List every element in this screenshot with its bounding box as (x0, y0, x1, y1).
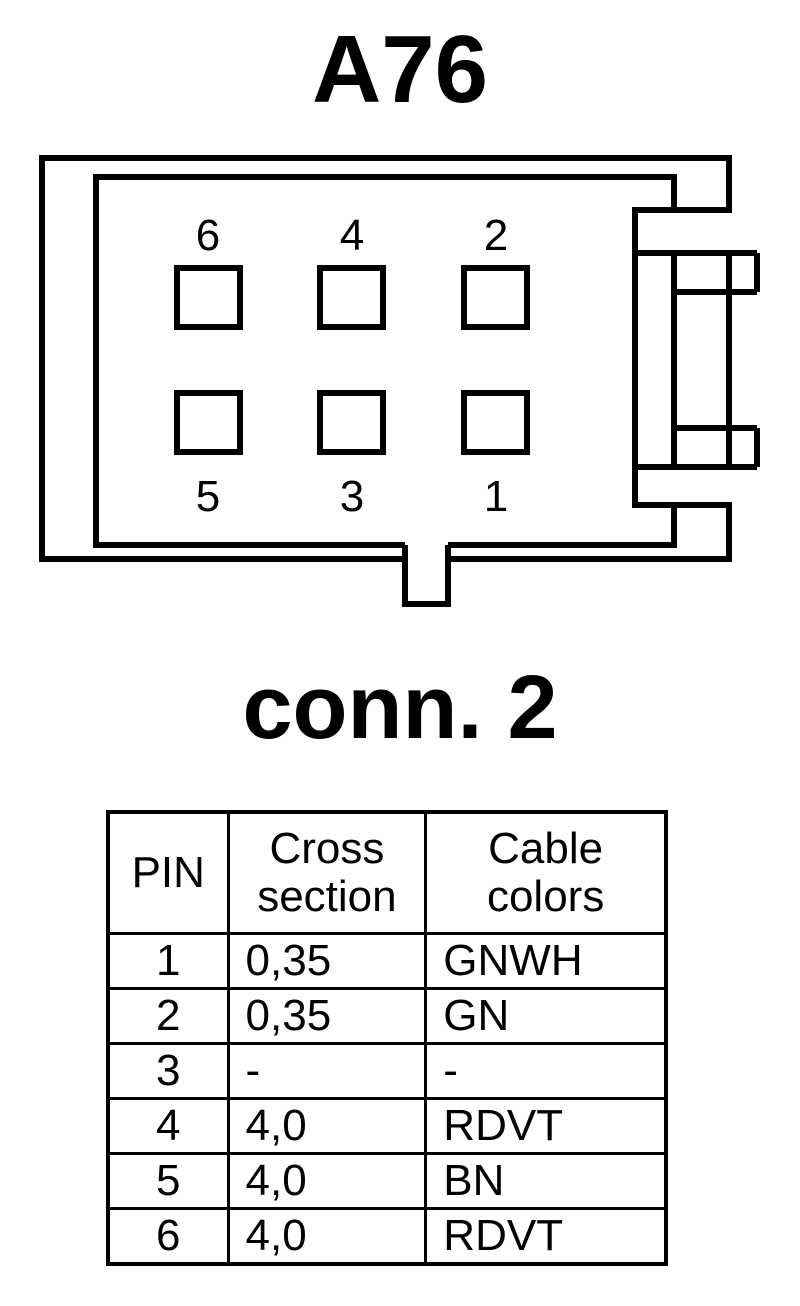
table-row: 2 0,35 GN (106, 987, 668, 1045)
cell-cross-section: 0,35 (226, 987, 428, 1045)
pin-slot-6 (174, 265, 243, 330)
connector-housing-outline (39, 155, 732, 562)
pin-label-4: 4 (339, 211, 365, 260)
table-row: 6 4,0 RDVT (106, 1207, 668, 1266)
table-row: 1 0,35 GNWH (106, 932, 668, 990)
table-row: 5 4,0 BN (106, 1152, 668, 1210)
header-cross-section: Cross section (226, 810, 428, 935)
cell-cable-color: - (424, 1042, 668, 1100)
cell-cable-color: GN (424, 987, 668, 1045)
pin-label-1: 1 (483, 472, 509, 521)
pin-slot-5 (174, 390, 243, 455)
pin-slot-1 (461, 390, 530, 455)
cell-cross-section: 4,0 (226, 1152, 428, 1210)
page-title: A76 (311, 16, 489, 123)
cell-pin: 5 (106, 1152, 230, 1210)
pin-label-3: 3 (339, 472, 365, 521)
cell-pin: 2 (106, 987, 230, 1045)
connector-label: conn. 2 (242, 658, 558, 758)
pin-table: PIN Cross section Cable colors 1 0,35 GN… (106, 810, 668, 1266)
pin-slot-3 (317, 390, 386, 455)
cell-cable-color: GNWH (424, 932, 668, 990)
header-pin: PIN (106, 810, 230, 935)
connector-inner-outline-lower (448, 505, 677, 548)
header-cable-colors: Cable colors (424, 810, 668, 935)
connector-diagram (39, 155, 760, 607)
pin-slot-2 (461, 265, 530, 330)
cell-cable-color: BN (424, 1152, 668, 1210)
connector-key-tab (402, 545, 451, 607)
pin-slot-4 (317, 265, 386, 330)
cell-cable-color: RDVT (424, 1097, 668, 1155)
table-row: 3 - - (106, 1042, 668, 1100)
cell-cross-section: - (226, 1042, 428, 1100)
pin-label-6: 6 (195, 211, 221, 260)
cell-cross-section: 0,35 (226, 932, 428, 990)
cell-cable-color: RDVT (424, 1207, 668, 1266)
pin-label-5: 5 (195, 472, 221, 521)
cell-pin: 1 (106, 932, 230, 990)
cell-pin: 3 (106, 1042, 230, 1100)
cell-cross-section: 4,0 (226, 1097, 428, 1155)
table-header-row: PIN Cross section Cable colors (106, 810, 668, 935)
connector-inner-outline (93, 174, 677, 548)
cell-pin: 6 (106, 1207, 230, 1266)
table-row: 4 4,0 RDVT (106, 1097, 668, 1155)
cell-pin: 4 (106, 1097, 230, 1155)
pin-label-2: 2 (483, 211, 509, 260)
cell-cross-section: 4,0 (226, 1207, 428, 1266)
